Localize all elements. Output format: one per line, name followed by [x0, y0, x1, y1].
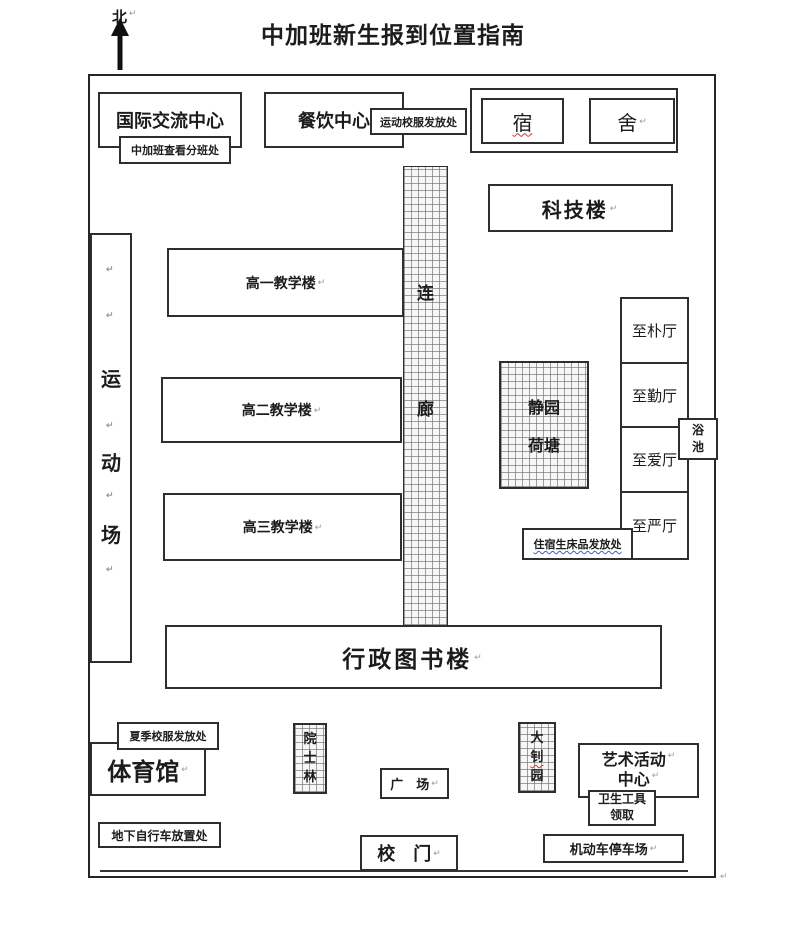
building-label: 运动校服发放处: [380, 116, 457, 129]
paragraph-mark: ↵: [667, 750, 676, 761]
paragraph-mark: ↵: [431, 778, 439, 788]
building-label: 校 门: [377, 844, 432, 864]
class-assignment-check-point: 中加班查看分班处: [119, 136, 231, 164]
academician-grove: 院 士 林: [293, 723, 327, 794]
building-label: 场: [101, 525, 121, 547]
sports-uniform-distribution-point: 运动校服发放处: [370, 108, 467, 135]
building-label: 大: [530, 730, 544, 746]
road-line: [100, 870, 688, 872]
corridor-strip: 连 廊: [403, 166, 448, 626]
building-label: 高三教学楼: [242, 519, 313, 535]
building-label: 士: [303, 750, 317, 766]
building-label: 餐饮中心: [298, 111, 370, 131]
building-label: 运: [101, 369, 121, 391]
building-label: 科技楼: [541, 199, 608, 222]
hall-zhiqin: 至勤厅: [620, 362, 689, 428]
building-science-technology: 科技楼↵: [488, 184, 673, 232]
building-label: 体育馆: [107, 759, 180, 786]
building-label: 廊: [417, 400, 434, 419]
paragraph-mark: ↵: [106, 310, 114, 320]
school-gate: 校 门↵: [360, 835, 458, 871]
building-label: 至勤厅: [631, 388, 677, 405]
building-label: 地下自行车放置处: [111, 828, 208, 843]
building-label: 至朴厅: [631, 324, 677, 340]
building-label: 领取: [609, 808, 634, 822]
north-arrow-icon: [111, 18, 129, 70]
building-label: 池: [691, 440, 704, 454]
building-label: 静园: [527, 400, 560, 417]
building-label: 中心: [617, 771, 650, 789]
map-border: [88, 74, 716, 878]
dormitory-left-box: 宿: [481, 98, 564, 144]
building-label: 机动车停车场: [569, 842, 648, 857]
building-label: 至爱厅: [631, 453, 677, 469]
building-label: 园: [530, 767, 544, 783]
building-label: 宿: [512, 112, 533, 135]
paragraph-mark: ↵: [474, 651, 485, 662]
building-label: 浴: [691, 422, 704, 437]
building-label: 连: [417, 284, 434, 303]
paragraph-mark: ↵: [106, 490, 114, 500]
bath-house: 浴 池: [678, 418, 718, 460]
building-label: 艺术活动: [601, 751, 666, 769]
building-label: 高二教学楼: [241, 402, 312, 418]
building-label: 动: [101, 453, 121, 475]
paragraph-mark: ↵: [651, 770, 660, 781]
building-label: 卫生工具: [597, 792, 646, 807]
paragraph-mark: ↵: [314, 521, 323, 532]
paragraph-mark: ↵: [317, 277, 326, 287]
building-art-activity-center: 艺术活动↵ 中心↵: [578, 743, 699, 798]
dormitory-right-box: 舍↵: [589, 98, 675, 144]
building-label: 舍: [617, 112, 638, 135]
page-title: 中加班新生报到位置指南: [261, 23, 525, 48]
jingyuan-lotus-pond: 静园 荷塘: [499, 361, 589, 489]
paragraph-mark: ↵: [720, 871, 728, 881]
building-label: 行政图书楼: [342, 647, 473, 672]
building-label: 至严厅: [631, 519, 677, 535]
paragraph-mark: ↵: [649, 843, 658, 853]
hall-zhipu: 至朴厅: [620, 297, 689, 364]
sanitary-tools-pickup-point: 卫生工具 领取: [588, 790, 656, 826]
summer-uniform-distribution-point: 夏季校服发放处: [117, 722, 219, 750]
building-label: 中加班查看分班处: [131, 145, 219, 157]
compass-north-label: 北↵: [112, 6, 137, 27]
plaza: 广 场↵: [380, 768, 449, 799]
motor-vehicle-parking-lot: 机动车停车场↵: [543, 834, 684, 863]
paragraph-mark: ↵: [106, 420, 114, 430]
building-label: 夏季校服发放处: [129, 731, 207, 743]
building-grade2-teaching: 高二教学楼↵: [161, 377, 402, 443]
building-label: 国际交流中心: [116, 111, 224, 131]
building-grade1-teaching: 高一教学楼↵: [167, 248, 404, 317]
building-admin-library: 行政图书楼↵: [165, 625, 662, 689]
paragraph-mark: ↵: [313, 404, 322, 415]
paragraph-mark: ↵: [106, 264, 114, 274]
building-label: 钊: [530, 749, 544, 765]
paragraph-mark: ↵: [106, 564, 114, 574]
building-label: 广 场: [390, 777, 430, 792]
building-gymnasium: 体育馆↵: [90, 742, 206, 796]
building-grade3-teaching: 高三教学楼↵: [163, 493, 402, 561]
paragraph-mark: ↵: [609, 202, 620, 213]
boarder-bedding-distribution-point: 住宿生床品发放处: [522, 528, 633, 560]
building-label: 荷塘: [527, 438, 560, 455]
building-sports-field: 运 动 场 ↵ ↵ ↵ ↵ ↵: [90, 233, 132, 663]
dazhao-garden: 大 钊 园: [518, 722, 556, 793]
paragraph-mark: ↵: [639, 115, 647, 126]
hall-zhiai: 至爱厅: [620, 426, 689, 493]
underground-bicycle-storage: 地下自行车放置处: [98, 822, 221, 848]
building-label: 院: [303, 731, 317, 747]
building-label: 高一教学楼: [245, 274, 316, 291]
building-label: 林: [303, 768, 317, 784]
paragraph-mark: ↵: [433, 847, 441, 858]
paragraph-mark: ↵: [181, 763, 189, 774]
compass-north-text: 北: [112, 9, 128, 26]
paragraph-mark: ↵: [129, 8, 137, 18]
building-label: 住宿生床品发放处: [533, 539, 622, 551]
